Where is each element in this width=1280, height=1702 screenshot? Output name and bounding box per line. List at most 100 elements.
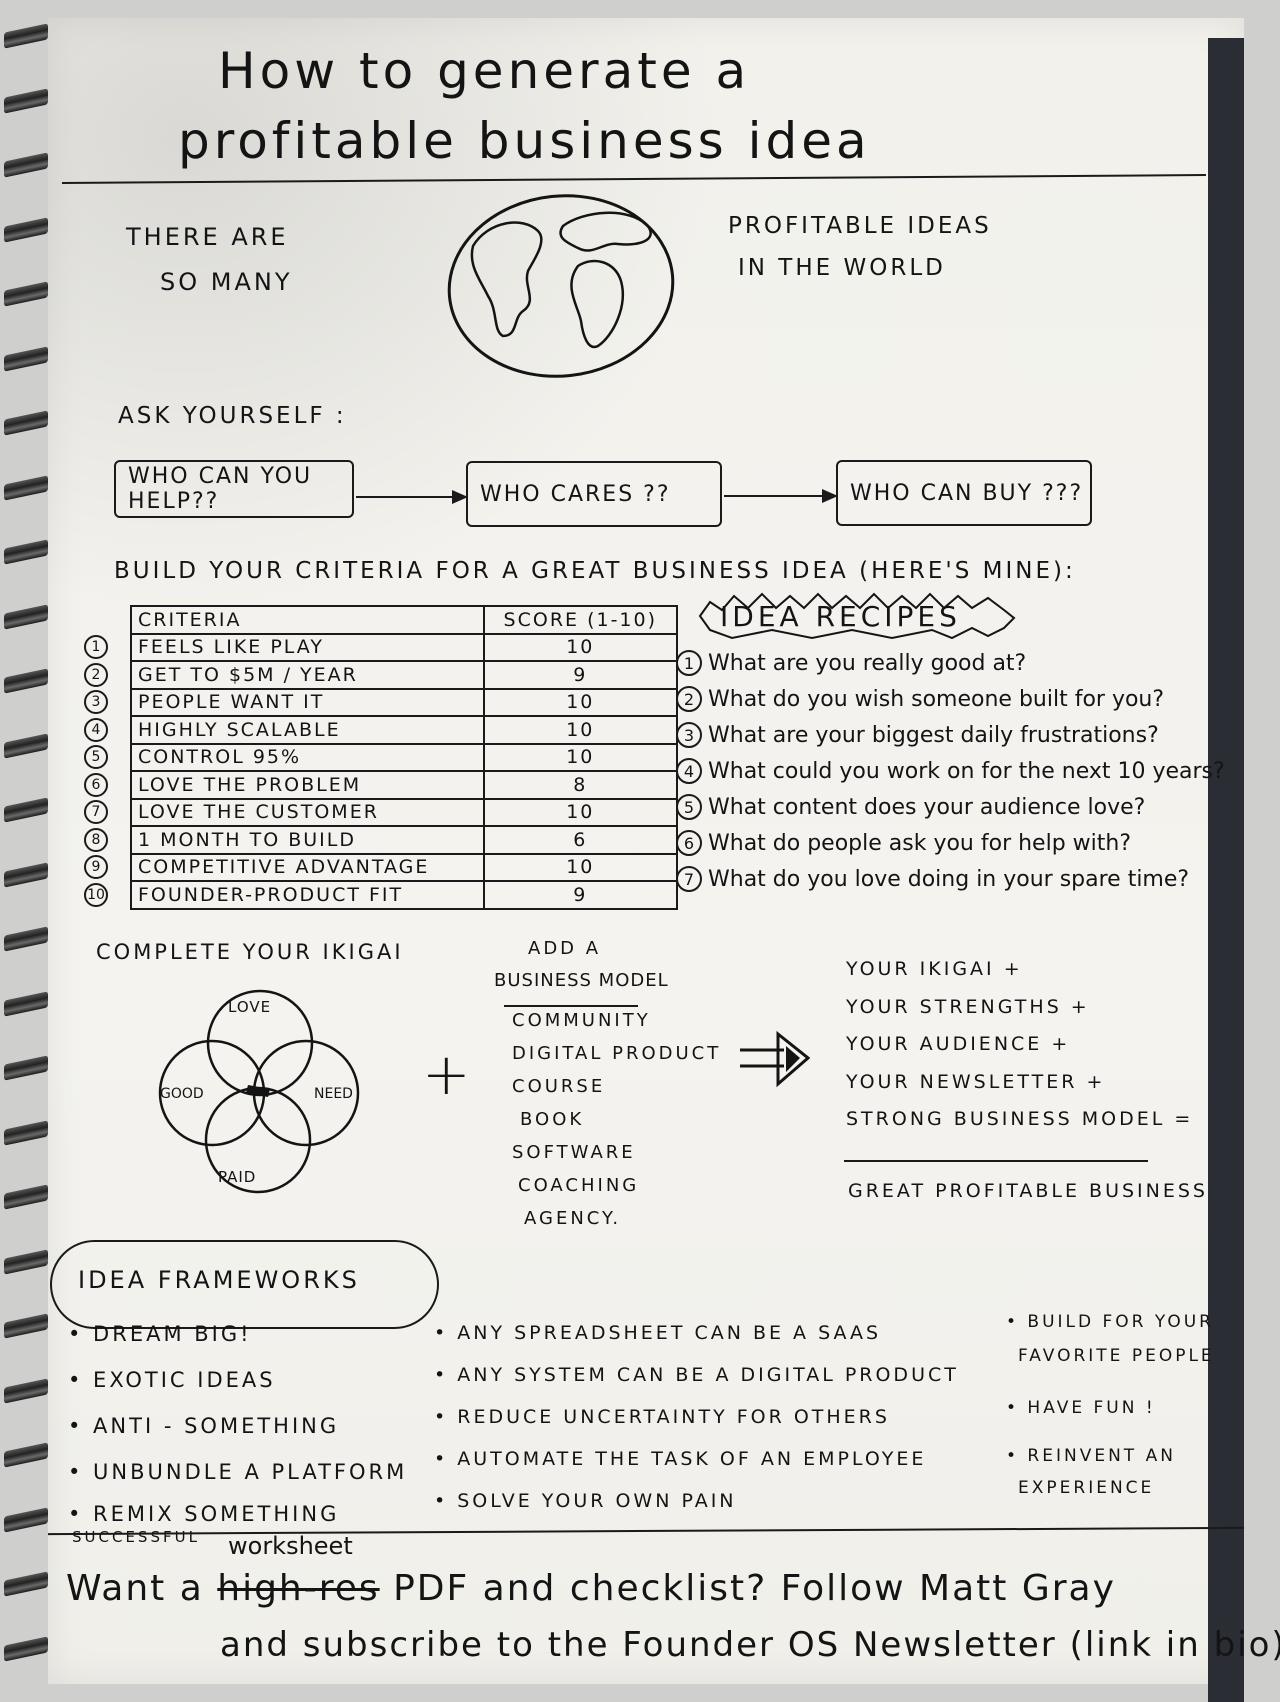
criteria-number-badge: 2 — [84, 662, 108, 687]
score-cell: 10 — [482, 687, 679, 717]
framework-item: • SOLVE YOUR OWN PAIN — [434, 1490, 737, 1512]
spiral-ring — [4, 539, 48, 565]
equation-line: YOUR IKIGAI + — [846, 958, 1023, 980]
recipe-text: What do you love doing in your spare tim… — [708, 866, 1190, 892]
framework-item: • ANY SYSTEM CAN BE A DIGITAL PRODUCT — [434, 1364, 959, 1386]
equation-divider — [844, 1160, 1148, 1162]
footer-line2: and subscribe to the Founder OS Newslett… — [220, 1625, 1280, 1665]
criteria-cell: FOUNDER-PRODUCT FIT — [130, 880, 485, 910]
recipe-number-badge: 6 — [676, 830, 702, 856]
criteria-number-badge: 8 — [84, 827, 108, 852]
criteria-cell: 1 MONTH TO BUILD — [130, 825, 485, 855]
framework-item: • REDUCE UNCERTAINTY FOR OTHERS — [434, 1406, 890, 1428]
world-left-line1: THERE ARE — [126, 223, 289, 251]
footer-insert-word: worksheet — [228, 1532, 353, 1560]
ask-step-2: WHO CARES ?? — [466, 461, 722, 527]
framework-item: EXPERIENCE — [1018, 1478, 1155, 1498]
world-left-line2: SO MANY — [160, 268, 293, 296]
ikigai-heading: COMPLETE YOUR IKIGAI — [96, 940, 404, 964]
score-cell: 10 — [482, 742, 679, 772]
spiral-ring — [4, 216, 48, 243]
criteria-number-badge: 10 — [84, 882, 108, 907]
spiral-ring — [4, 990, 48, 1017]
ikigai-love-label: LOVE — [228, 998, 272, 1016]
spiral-ring — [4, 1313, 48, 1339]
score-cell: 8 — [482, 770, 679, 800]
recipe-number-badge: 7 — [676, 866, 702, 892]
spiral-ring — [4, 87, 48, 114]
ikigai-paid-label: PAID — [218, 1168, 257, 1186]
business-model-item: AGENCY. — [524, 1208, 622, 1229]
footer-line1: Want a high-res PDF and checklist? Follo… — [66, 1568, 1116, 1609]
footer-strike: high-res — [217, 1568, 380, 1609]
recipe-number-badge: 2 — [676, 686, 702, 712]
spiral-ring — [4, 797, 48, 823]
criteria-cell: CONTROL 95% — [130, 742, 485, 772]
table-row: CONTROL 95%10 — [130, 742, 679, 772]
ask-heading: ASK YOURSELF : — [118, 403, 347, 429]
framework-item: • EXOTIC IDEAS — [68, 1368, 276, 1392]
criteria-cell: LOVE THE CUSTOMER — [130, 797, 485, 827]
criteria-cell: HIGHLY SCALABLE — [130, 715, 485, 745]
spiral-ring — [4, 1506, 48, 1533]
criteria-cell: FEELS LIKE PLAY — [130, 632, 485, 662]
framework-item: • REINVENT AN — [1006, 1446, 1176, 1466]
page-title-line2: profitable business idea — [178, 112, 871, 170]
ikigai-need-label: NEED — [314, 1086, 353, 1102]
business-model-item: COMMUNITY — [512, 1010, 651, 1031]
criteria-col-header: CRITERIA — [130, 605, 485, 635]
framework-item: • ANY SPREADSHEET CAN BE A SAAS — [434, 1322, 882, 1344]
criteria-cell: LOVE THE PROBLEM — [130, 770, 485, 800]
spiral-ring — [4, 1055, 48, 1081]
frameworks-cloud-icon — [50, 1240, 439, 1329]
arrow-icon — [356, 490, 468, 504]
framework-item: • HAVE FUN ! — [1006, 1398, 1156, 1418]
criteria-number-badge: 9 — [84, 855, 108, 879]
spiral-ring — [4, 345, 48, 372]
criteria-number-badge: 6 — [84, 772, 108, 797]
page-title-line1: How to generate a — [218, 42, 751, 100]
spiral-ring — [4, 1571, 48, 1597]
plus-sign: + — [422, 1040, 471, 1108]
business-model-item: DIGITAL PRODUCT — [512, 1043, 722, 1064]
ask-step-1: WHO CAN YOU HELP?? — [114, 460, 354, 518]
ikigai-good-label: GOOD — [160, 1086, 204, 1102]
frameworks-heading: IDEA FRAMEWORKS — [78, 1266, 360, 1294]
spiral-ring — [4, 1635, 48, 1662]
framework-item: • BUILD FOR YOUR — [1006, 1312, 1214, 1332]
criteria-cell: PEOPLE WANT IT — [130, 687, 485, 717]
spiral-ring — [4, 732, 48, 759]
equation-line: YOUR STRENGTHS + — [846, 995, 1090, 1018]
framework-item: SUCCESSFUL — [72, 1528, 200, 1546]
footer-pre: Want a — [66, 1568, 204, 1609]
notebook-back-cover — [1208, 38, 1244, 1702]
score-cell: 10 — [482, 797, 679, 827]
recipe-number-badge: 5 — [676, 794, 702, 820]
score-cell: 6 — [482, 825, 679, 855]
recipes-burst-icon — [698, 592, 1016, 640]
spiral-ring — [4, 926, 48, 952]
framework-item: • AUTOMATE THE TASK OF AN EMPLOYEE — [434, 1448, 927, 1470]
recipe-text: What are you really good at? — [708, 650, 1027, 676]
recipe-text: What are your biggest daily frustrations… — [708, 722, 1159, 748]
spiral-ring — [4, 281, 48, 307]
spiral-ring — [4, 1442, 48, 1468]
framework-item: • ANTI - SOMETHING — [68, 1414, 340, 1438]
recipe-number-badge: 3 — [676, 722, 702, 748]
spiral-ring — [4, 23, 48, 49]
business-model-underline — [504, 1005, 638, 1007]
equation-line: YOUR NEWSLETTER + — [846, 1070, 1106, 1093]
framework-item: • UNBUNDLE A PLATFORM — [68, 1460, 408, 1484]
ask-step-3: WHO CAN BUY ??? — [836, 460, 1092, 526]
equation-line: YOUR AUDIENCE + — [846, 1033, 1071, 1055]
ikigai-venn-icon — [158, 989, 360, 1194]
